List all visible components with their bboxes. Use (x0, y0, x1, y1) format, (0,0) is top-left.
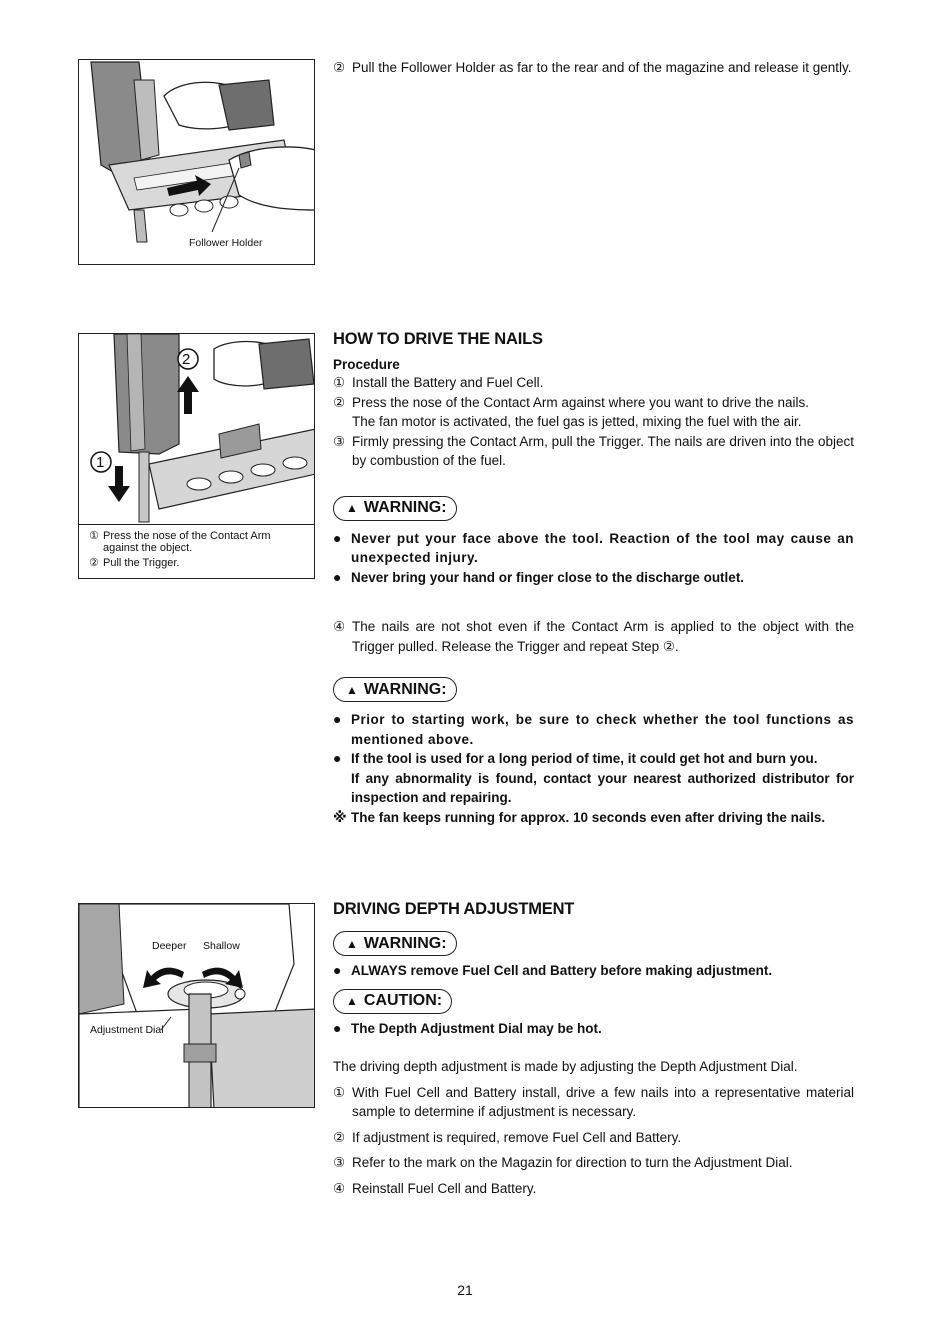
caption-line: ① Press the nose of the Contact Arm agai… (89, 530, 304, 554)
procedure-step: ② Press the nose of the Contact Arm agai… (333, 393, 854, 432)
depth-adjustment-illustration (79, 904, 314, 1107)
step-number: ④ (333, 619, 346, 634)
depth-step: ③ Refer to the mark on the Magazin for d… (333, 1153, 854, 1173)
step-text: With Fuel Cell and Battery install, driv… (352, 1084, 854, 1120)
caption-number: ② (89, 557, 99, 569)
step-text: Reinstall Fuel Cell and Battery. (352, 1180, 537, 1196)
follower-holder-label: Follower Holder (189, 237, 263, 249)
step-text: Pull the Follower Holder as far to the r… (352, 60, 852, 75)
caution-block: ▲ CAUTION: ● The Depth Adjustment Dial m… (333, 988, 854, 1039)
step-text: Refer to the mark on the Magazin for dir… (352, 1155, 793, 1170)
bullet-icon: ● (333, 1019, 342, 1036)
caution-item: ● The Depth Adjustment Dial may be hot. (333, 1019, 854, 1039)
depth-step: ① With Fuel Cell and Battery install, dr… (333, 1083, 854, 1122)
warning-text: ALWAYS remove Fuel Cell and Battery befo… (351, 963, 773, 978)
warning-label: WARNING: (363, 680, 447, 698)
warning-label: WARNING: (363, 934, 447, 952)
shallow-label: Shallow (203, 940, 240, 952)
warning-badge: ▲ WARNING: (333, 495, 457, 521)
figure-follower-holder: Follower Holder (78, 59, 315, 265)
warning-triangle-icon: ▲ (346, 994, 358, 1008)
warning-triangle-icon: ▲ (346, 501, 358, 515)
step-text: If adjustment is required, remove Fuel C… (352, 1129, 682, 1145)
warning-item: ● Prior to starting work, be sure to che… (333, 710, 854, 749)
bullet-icon: ● (333, 529, 342, 546)
step-text: Firmly pressing the Contact Arm, pull th… (352, 433, 854, 469)
caution-badge: ▲ CAUTION: (333, 988, 453, 1014)
warning-label: WARNING: (363, 499, 447, 516)
note-text: The fan keeps running for approx. 10 sec… (351, 809, 826, 825)
step-text: Press the nose of the Contact Arm agains… (352, 394, 809, 410)
bullet-icon: ● (333, 711, 342, 727)
caption-number: ① (89, 530, 99, 542)
depth-warning-block: ▲ WARNING: ● ALWAYS remove Fuel Cell and… (333, 931, 854, 981)
step-number: ④ (333, 1180, 346, 1196)
bullet-icon: ● (333, 568, 342, 585)
procedure-label: Procedure (333, 357, 400, 372)
deeper-label: Deeper (152, 940, 187, 952)
warning-item: ● Never put your face above the tool. Re… (333, 529, 854, 568)
bullet-icon: ● (333, 750, 342, 766)
caution-text: The Depth Adjustment Dial may be hot. (351, 1020, 602, 1036)
step-number: ① (333, 1084, 346, 1100)
procedure-step: ④ The nails are not shot even if the Con… (333, 617, 854, 656)
step-text: The nails are not shot even if the Conta… (352, 619, 854, 654)
caution-label: CAUTION: (363, 992, 443, 1009)
warning-block-2: ▲ WARNING: ● Prior to starting work, be … (333, 677, 854, 827)
follower-holder-illustration (79, 60, 314, 264)
depth-intro: The driving depth adjustment is made by … (333, 1059, 798, 1074)
warning-text: Never put your face above the tool. Reac… (351, 530, 854, 566)
page-number: 21 (457, 1282, 473, 1298)
bullet-icon: ● (333, 962, 342, 978)
warning-triangle-icon: ▲ (346, 936, 358, 951)
warning-text: Never bring your hand or finger close to… (351, 569, 745, 585)
figure-drive-nails: 2 1 ① Press the nose of the Contact Arm … (78, 333, 315, 579)
depth-step: ② If adjustment is required, remove Fuel… (333, 1128, 854, 1148)
warning-item: ● Never bring your hand or finger close … (333, 568, 854, 588)
section-heading: DRIVING DEPTH ADJUSTMENT (333, 900, 575, 918)
warning-block-1: ▲ WARNING: ● Never put your face above t… (333, 495, 854, 588)
adjustment-dial-label: Adjustment Dial (90, 1024, 164, 1036)
warning-badge: ▲ WARNING: (333, 931, 457, 956)
step-number: ① (333, 375, 346, 390)
section-heading: HOW TO DRIVE THE NAILS (333, 330, 543, 348)
drive-nails-illustration (79, 334, 314, 524)
marker-1-label: 1 (96, 454, 105, 471)
caption-line: ② Pull the Trigger. (89, 557, 304, 569)
marker-2-label: 2 (182, 351, 191, 368)
warning-text: Prior to starting work, be sure to check… (351, 712, 854, 747)
depth-step: ④ Reinstall Fuel Cell and Battery. (333, 1179, 854, 1199)
step-text-cont: The fan motor is activated, the fuel gas… (352, 414, 802, 429)
step-number: ② (333, 394, 346, 410)
procedure-step: ① Install the Battery and Fuel Cell. (333, 373, 854, 393)
warning-item: ● ALWAYS remove Fuel Cell and Battery be… (333, 961, 854, 981)
warning-item: ● If the tool is used for a long period … (333, 749, 854, 808)
warning-text-cont: If any abnormality is found, contact you… (351, 770, 854, 806)
note-item: ※ The fan keeps running for approx. 10 s… (333, 808, 854, 828)
step-number: ③ (333, 1155, 346, 1170)
procedure-step: ③ Firmly pressing the Contact Arm, pull … (333, 432, 854, 471)
note-mark: ※ (333, 808, 347, 825)
caption-text: Press the nose of the Contact Arm agains… (103, 530, 271, 554)
figure-depth-adjustment: Deeper Shallow Adjustment Dial (78, 903, 315, 1108)
warning-badge: ▲ WARNING: (333, 677, 457, 702)
step-number: ③ (333, 433, 346, 449)
warning-triangle-icon: ▲ (346, 682, 358, 697)
top-step: ② Pull the Follower Holder as far to the… (333, 58, 854, 78)
how-to-drive-section: HOW TO DRIVE THE NAILS Procedure ① Insta… (333, 330, 854, 827)
step-text: Install the Battery and Fuel Cell. (352, 375, 544, 390)
drive-figure-caption: ① Press the nose of the Contact Arm agai… (79, 524, 314, 578)
step-number: ② (333, 60, 346, 75)
caption-text: Pull the Trigger. (103, 557, 180, 569)
depth-adjustment-section: DRIVING DEPTH ADJUSTMENT ▲ WARNING: ● AL… (333, 900, 854, 1198)
warning-text: If the tool is used for a long period of… (351, 751, 818, 766)
step-number: ② (333, 1129, 346, 1145)
